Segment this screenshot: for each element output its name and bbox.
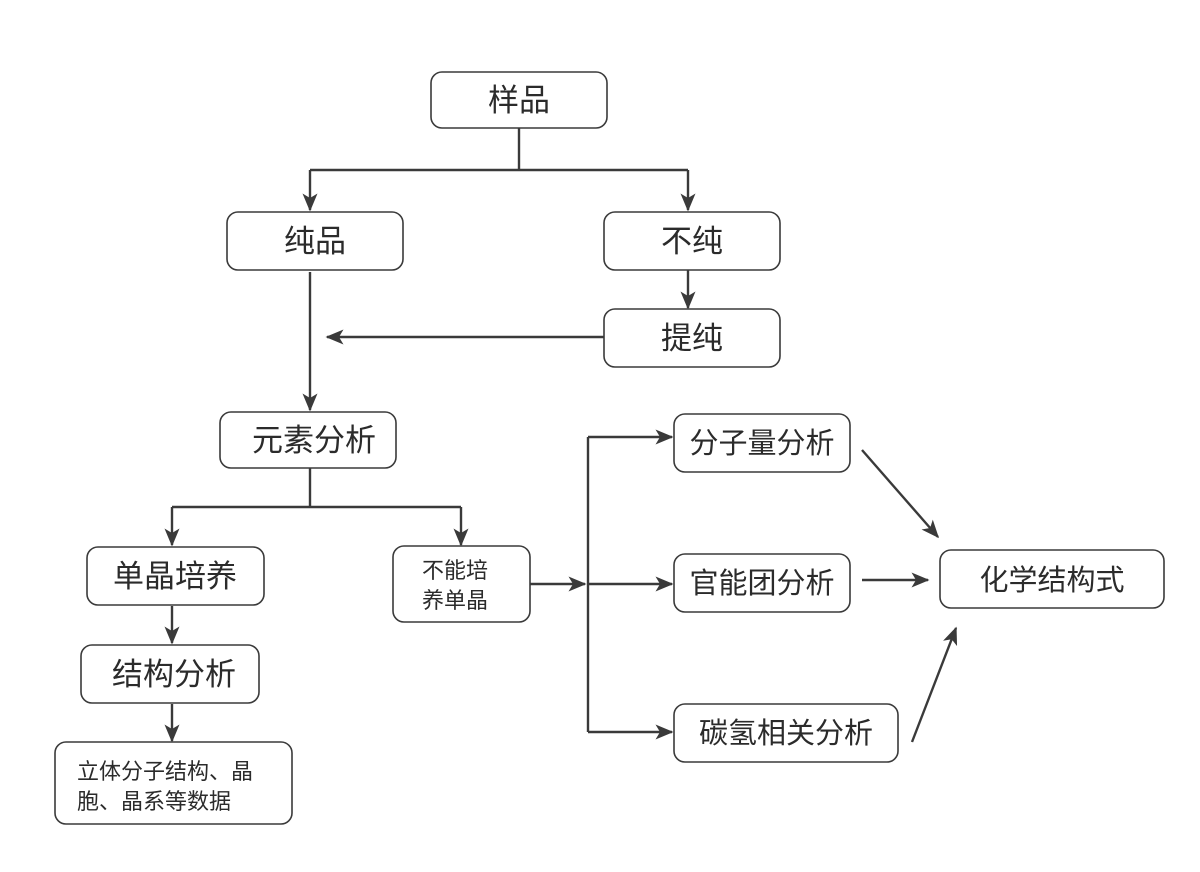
node-label-line2: 养单晶 [422, 589, 488, 614]
node-chemical-structure: 化学结构式 [939, 549, 1165, 609]
node-label: 分子量分析 [689, 426, 834, 460]
node-single-crystal: 单晶培养 [86, 546, 265, 606]
node-label: 碳氢相关分析 [699, 716, 873, 750]
node-ch-correlation: 碳氢相关分析 [673, 703, 899, 763]
node-label: 样品 [488, 83, 550, 119]
node-label: 化学结构式 [979, 563, 1124, 597]
node-no-single-crystal: 不能培 养单晶 [392, 545, 531, 623]
node-molecular-weight: 分子量分析 [673, 413, 851, 473]
edges [164, 128, 958, 743]
node-label: 元素分析 [252, 423, 376, 459]
node-label: 不纯 [661, 224, 723, 260]
node-label-line2: 胞、晶系等数据 [77, 790, 231, 815]
node-label: 纯品 [284, 224, 346, 260]
node-label-line1: 不能培 [422, 559, 488, 584]
node-functional-group: 官能团分析 [673, 553, 851, 613]
node-label: 单晶培养 [113, 559, 237, 595]
node-structure-data: 立体分子结构、晶 胞、晶系等数据 [54, 741, 293, 825]
edge-ch-to-structure [910, 626, 958, 743]
node-pure: 纯品 [226, 211, 404, 271]
node-sample: 样品 [430, 71, 608, 129]
node-structure-analysis: 结构分析 [80, 644, 260, 704]
node-purify: 提纯 [603, 308, 781, 368]
node-label: 结构分析 [112, 657, 236, 693]
node-elemental-analysis: 元素分析 [219, 411, 397, 469]
edge-mw-to-structure [861, 449, 939, 539]
node-label: 官能团分析 [689, 566, 834, 600]
node-label-line1: 立体分子结构、晶 [77, 760, 253, 785]
node-label: 提纯 [661, 321, 723, 357]
node-impure: 不纯 [603, 211, 781, 271]
